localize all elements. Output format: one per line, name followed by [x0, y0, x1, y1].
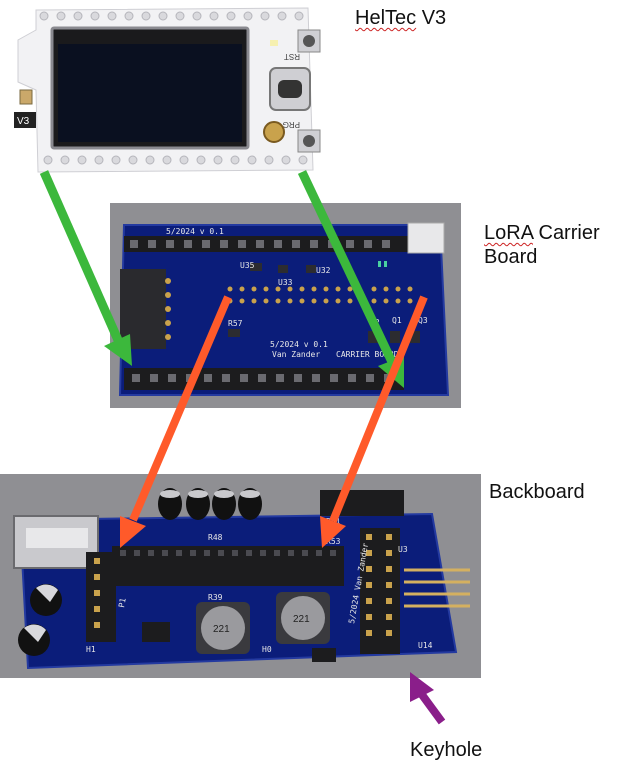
green-arrow-left	[39, 170, 132, 366]
carrier-ref-u35: U35	[240, 261, 255, 270]
inductor-a-value: 221	[213, 624, 230, 635]
backboard-ref-u14: U14	[418, 641, 433, 650]
backboard-ref-r39: R39	[208, 593, 223, 602]
backboard-ref-r48: R48	[208, 533, 223, 542]
lora-label-line2: Board	[484, 246, 538, 268]
heltec-rst-label: RST	[284, 52, 300, 61]
heltec-v3-mark: V3	[17, 116, 30, 127]
inductor-b-value: 221	[293, 614, 310, 625]
backboard-ref-p1: P1	[117, 597, 128, 608]
carrier-date-version: 5/2024 v 0.1	[166, 227, 224, 236]
backboard-image: 221 221 P1 R39 R48 R53 R51 U3 U14 H0 H1 …	[0, 474, 481, 678]
green-arrow-right	[297, 170, 404, 388]
carrier-author: Van Zander	[272, 350, 320, 359]
heltec-label: HelTec V3	[355, 6, 446, 30]
backboard-ref-h0: H0	[262, 645, 272, 654]
orange-arrow-left	[120, 295, 232, 548]
carrier-ref-q1: Q1	[392, 316, 402, 325]
heltec-label-suffix: V3	[416, 7, 447, 29]
heltec-board-image: V3 RST PRG	[14, 7, 321, 173]
carrier-ref-u32: U32	[316, 266, 331, 275]
lora-label: LoRA Carrier Board	[484, 221, 600, 269]
backboard-ref-u3: U3	[398, 545, 408, 554]
carrier-title: CARRIER BOARD	[336, 350, 399, 359]
heltec-label-word: HelTec	[355, 7, 417, 29]
purple-arrow-keyhole	[410, 672, 446, 725]
lora-label-word: LoRA	[484, 222, 533, 244]
backboard-ref-r53: R53	[326, 537, 341, 546]
carrier-ref-r57: R57	[228, 319, 243, 328]
heltec-prg-label: PRG	[283, 120, 300, 129]
orange-arrow-right	[320, 295, 428, 548]
carrier-date-version-2: 5/2024 v 0.1	[270, 340, 328, 349]
carrier-ref-u33: U33	[278, 278, 293, 287]
lora-label-suffix: Carrier	[532, 222, 600, 244]
backboard-label: Backboard	[489, 481, 585, 503]
backboard-ref-h1: H1	[86, 645, 96, 654]
keyhole-label: Keyhole	[410, 739, 483, 761]
carrier-ref-q3: Q3	[418, 316, 428, 325]
